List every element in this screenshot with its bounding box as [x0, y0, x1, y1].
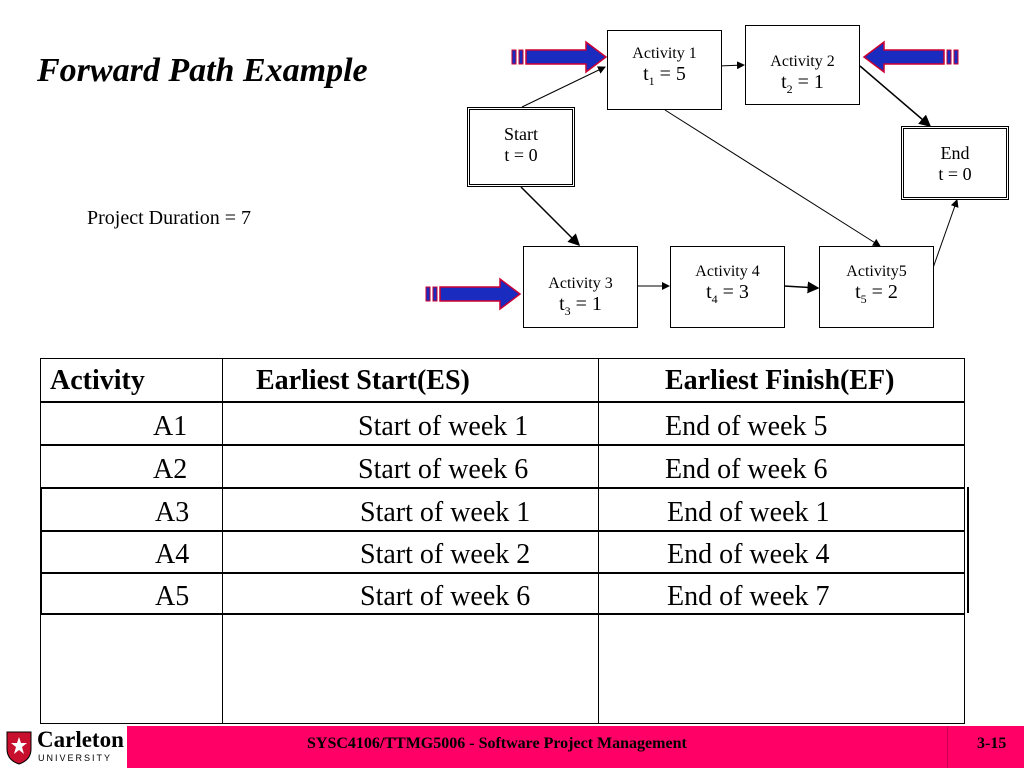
node-label: Activity 3 [548, 275, 613, 292]
edge-start-a3 [520, 186, 581, 247]
node-label: Start [504, 124, 538, 144]
node-label: Activity 4 [695, 263, 760, 280]
table-cell-es: Start of week 6 [358, 454, 529, 485]
crest-icon [6, 731, 32, 765]
table-cell-es: Start of week 2 [360, 539, 531, 570]
table-cell-ef: End of week 7 [667, 581, 830, 612]
logo-subtitle: UNIVERSITY [38, 753, 113, 763]
course-title: SYSC4106/TTMG5006 - Software Project Man… [307, 735, 687, 752]
edge-a5-end [932, 199, 959, 269]
carleton-logo: Carleton UNIVERSITY [0, 726, 127, 768]
right-pointer-arrow-icon [425, 277, 522, 311]
slide-title: Forward Path Example [37, 52, 368, 89]
project-duration: Project Duration = 7 [87, 207, 252, 229]
table-cell-ef: End of week 5 [665, 411, 828, 442]
schedule-table: Activity Earliest Start(ES) Earliest Fin… [40, 358, 969, 724]
page-number: 3-15 [977, 735, 1007, 752]
table-header-es: Earliest Start(ES) [256, 365, 470, 396]
node-start: Start t = 0 [467, 107, 575, 187]
table-cell-activity: A1 [153, 411, 188, 442]
table-cell-ef: End of week 4 [667, 539, 830, 570]
table-header-activity: Activity [50, 365, 145, 396]
table-header-ef: Earliest Finish(EF) [665, 365, 895, 396]
footer-bar: SYSC4106/TTMG5006 - Software Project Man… [127, 726, 1024, 768]
node-value: t = 0 [504, 145, 538, 165]
table-cell-activity: A2 [153, 454, 188, 485]
node-label: Activity 2 [770, 53, 835, 70]
right-pointer-arrow-icon [511, 40, 608, 74]
table-cell-activity: A5 [155, 581, 190, 612]
edge-a2-end [859, 65, 932, 127]
node-label: End [940, 143, 970, 163]
node-activity-3: Activity 3 t3 = 1 [523, 246, 638, 328]
edge-start-a1 [521, 66, 606, 108]
node-activity-1: Activity 1 t1 = 5 [607, 30, 722, 110]
table-cell-ef: End of week 6 [665, 454, 828, 485]
node-end: End t = 0 [901, 126, 1009, 200]
node-duration: t2 = 1 [781, 71, 824, 96]
node-activity-4: Activity 4 t4 = 3 [670, 246, 785, 328]
table-cell-ef: End of week 1 [667, 497, 830, 528]
left-pointer-arrow-icon [862, 40, 959, 74]
node-duration: t4 = 3 [706, 281, 749, 306]
node-value: t = 0 [938, 164, 972, 184]
node-duration: t3 = 1 [559, 293, 602, 318]
footer-divider [947, 726, 948, 768]
node-activity-5: Activity5 t5 = 2 [819, 246, 934, 328]
node-duration: t5 = 2 [855, 281, 898, 306]
node-label: Activity5 [846, 263, 907, 280]
node-label: Activity 1 [632, 45, 697, 62]
node-duration: t1 = 5 [643, 63, 686, 88]
node-activity-2: Activity 2 t2 = 1 [745, 25, 860, 105]
edge-a4-a5 [783, 281, 820, 294]
logo-name: Carleton [37, 727, 124, 752]
table-cell-es: Start of week 6 [360, 581, 531, 612]
table-cell-es: Start of week 1 [358, 411, 529, 442]
table-cell-es: Start of week 1 [360, 497, 531, 528]
network-diagram [520, 61, 959, 294]
table-cell-activity: A3 [155, 497, 190, 528]
edge-a1-a5 [664, 109, 881, 247]
table-cell-activity: A4 [155, 539, 190, 570]
